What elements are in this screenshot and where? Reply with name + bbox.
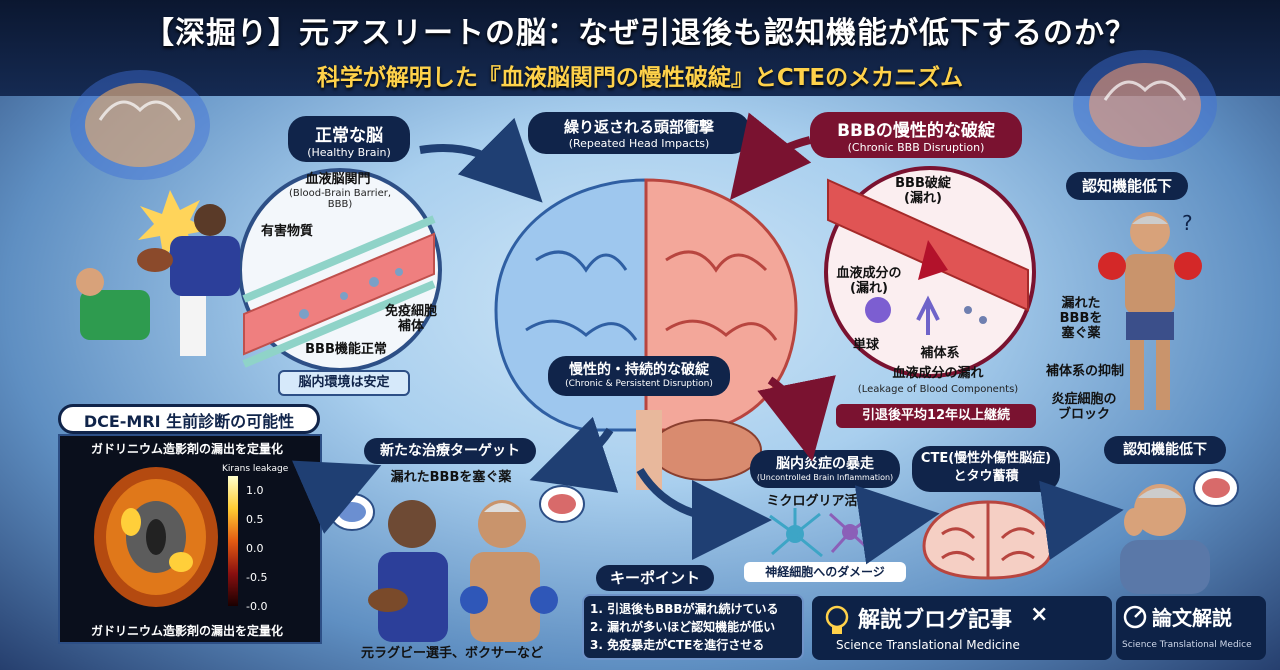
leakage-label-en: (Leakage of Blood Components) [857,384,1019,395]
mri-heatmap-scan [94,467,218,607]
keypoint-item: 2. 漏れが多いほど認知機能が低い [590,620,776,634]
persistent-title: 慢性的・持続的な破綻 [569,362,709,378]
healthy-vessel-circle [238,168,442,372]
microglia-cells-illustration [769,508,874,558]
cognitive-decline-badge-top: 認知機能低下 [1066,172,1188,200]
treatment-target-badge: 新たな治療ターゲット [364,438,536,464]
chronic-bbb-title: BBBの慢性的な破綻 [837,121,995,141]
dce-mri-badge: DCE-MRI 生前診断の可能性 [58,404,320,434]
ruptured-vessel-circle [824,166,1036,378]
bbb-normal-label: BBB機能正常 [305,342,387,357]
monocyte-label: 単球 [852,338,879,353]
mri-tick: 1.0 [246,484,264,497]
keypoint-item: 1. 引退後もBBBが漏れ続けている [590,602,779,616]
immune-cell-label: 免疫細胞 補体 [384,304,437,334]
blog-article-label: 解説ブログ記事 [858,608,1013,633]
persistent-disruption-badge: 慢性的・持続的な破綻 (Chronic & Persistent Disrupt… [548,356,730,396]
mri-colorbar-label: Kirans leakage [222,464,289,474]
svg-text:?: ? [1182,211,1193,235]
microglia-label: ミクログリア活性化 [766,494,884,509]
head-impacts-title-en: (Repeated Head Impacts) [568,137,710,150]
arrow-brain-to-inflammation [757,375,836,462]
bbb-label-en: (Blood-Brain Barrier, BBB) [288,188,392,210]
mri-tick: 0.0 [246,542,264,555]
mri-tick: -0.5 [246,571,268,584]
healthy-brain-title-en: (Healthy Brain) [307,146,391,159]
mri-caption-top: ガドリニウム造影剤の漏出を定量化 [90,442,283,456]
stable-environment-banner: 脳内環境は安定 [278,370,410,396]
arrow-mri-to-treatment [291,460,382,534]
bbb-label: 血液脳関門 [305,172,371,187]
cognitive-decline-badge-bottom: 認知機能低下 [1104,436,1226,464]
elderly-man-illustration [1120,469,1239,594]
complement-label: 補体系 [920,346,960,361]
cte-badge: CTE(慢性外傷性脳症) とタウ蓄積 [912,446,1060,492]
arrow-to-microglia [636,467,772,560]
bbb-rupture-label: BBB破綻 (漏れ) [895,176,951,206]
healthy-brain-badge: 正常な脳 (Healthy Brain) [288,116,410,162]
blood-component-leak-label: 血液成分の (漏れ) [836,266,902,296]
mri-tick: -0.0 [246,600,268,613]
drug-label-top: 漏れた BBBを 塞ぐ薬 [1059,296,1103,341]
mri-colorbar [228,476,238,606]
mri-colorbar-ticks: 1.0 0.5 0.0 -0.5 -0.0 [246,476,267,621]
paper-summary-badge[interactable] [1116,596,1266,660]
glowing-brain-icon-right [1073,50,1217,160]
head-impacts-badge: 繰り返される頭部衝撃 (Repeated Head Impacts) [528,112,750,154]
healthy-brain-title: 正常な脳 [315,126,383,146]
blog-journal-label: Science Translational Medicine [836,638,1020,652]
chronic-bbb-badge: BBBの慢性的な破綻 (Chronic BBB Disruption) [810,112,1022,158]
inflammation-block-label: 炎症細胞の ブロック [1051,392,1117,422]
header-bar [0,0,1280,96]
blog-article-badge[interactable] [812,596,1112,660]
keypoints-list: 1. 引退後もBBBが漏れ続けている 2. 漏れが多いほど認知機能が低い 3. … [582,594,804,660]
arrow-healthy-to-brain [419,117,543,203]
page-title: 【深掘り】元アスリートの脳：なぜ引退後も認知機能が低下するのか？ [144,16,1136,51]
glowing-brain-icon-left [70,70,210,180]
persistent-title-en: (Chronic & Persistent Disruption) [565,379,713,389]
paper-journal-label: Science Translational Medice [1122,640,1252,650]
arrow-cte-to-decline [1039,480,1124,560]
head-impacts-title: 繰り返される頭部衝撃 [563,118,714,136]
paper-summary-label: 論文解説 [1152,606,1232,630]
duration-banner: 引退後平均12年以上継続 [836,404,1036,428]
mri-tick: 0.5 [246,513,264,526]
gauge-icon [1123,605,1147,629]
neuron-damage-label: 神経細胞へのダメージ [744,562,906,582]
boxer-illustration: ? [1098,211,1202,410]
keypoint-item: 3. 免疫暴走がCTEを進行させる [590,638,765,652]
lightbulb-icon [825,605,849,634]
mri-caption-bottom: ガドリニウム造影剤の漏出を定量化 [90,624,283,638]
athletes-caption: 元ラグビー選手、ボクサーなど [360,646,543,661]
chronic-bbb-title-en: (Chronic BBB Disruption) [847,141,985,154]
inflammation-title-en: (Uncontrolled Brain Inflammation) [756,473,894,482]
treatment-drug-label: 漏れたBBBを塞ぐ薬 [390,470,512,485]
harmful-substance-label: 有害物質 [260,224,313,239]
arrow-inflammation-to-cte [854,485,940,565]
arrow-chronic-to-brain [730,112,812,200]
keypoints-badge: キーポイント [596,565,714,591]
arrow-brain-to-treatment [529,416,619,493]
rugby-players-illustration [76,190,240,356]
leakage-label: 血液成分の漏れ [892,366,984,381]
page-subtitle: 科学が解明した『血液脳関門の慢性破綻』とCTEのメカニズム [316,65,964,91]
complement-suppress-label: 補体系の抑制 [1045,364,1124,379]
times-symbol: × [1030,602,1049,627]
